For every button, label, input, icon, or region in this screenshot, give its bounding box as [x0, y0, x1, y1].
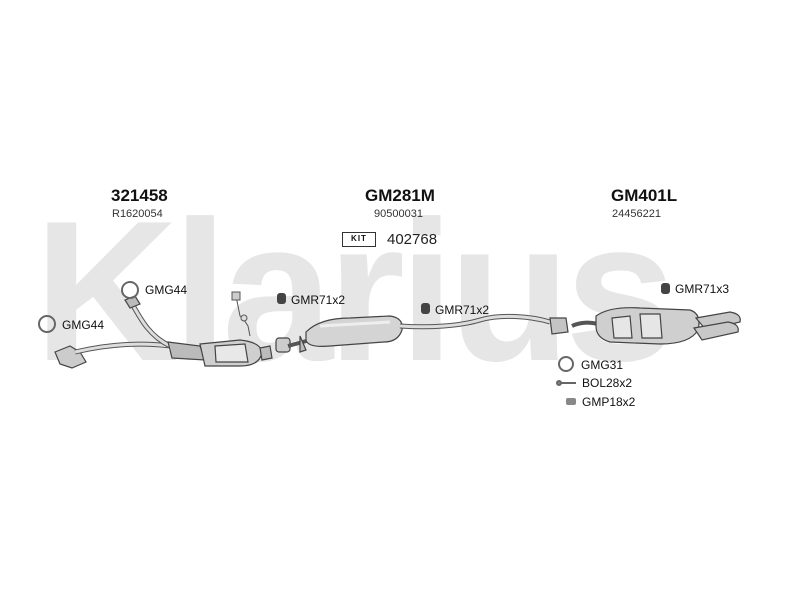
rubber-mount-icon: [277, 283, 670, 314]
centre-silencer-section: [275, 313, 569, 353]
fitting-label-gmg44-upper: GMG44: [145, 283, 188, 297]
part-number-front: 321458: [111, 186, 168, 205]
gasket-ring-icon: [38, 281, 574, 372]
bolt-icon: [556, 380, 576, 386]
kit-badge: KIT: [342, 232, 376, 247]
fitting-label-gmp18: GMP18x2: [582, 395, 636, 409]
part-number-rear: GM401L: [611, 186, 678, 205]
clamp-icon: [566, 398, 576, 405]
kit-number: 402768: [387, 231, 438, 248]
fitting-label-gmr71-mid: GMR71x2: [435, 303, 490, 317]
oe-number-front: R1620054: [112, 208, 163, 220]
fitting-label-gmg31: GMG31: [581, 358, 624, 372]
oe-number-centre: 90500031: [374, 208, 423, 220]
front-pipe-with-catalyst: [54, 295, 273, 369]
fitting-label-gmr71-front: GMR71x2: [291, 293, 346, 307]
fitting-label-gmg44-lower: GMG44: [62, 318, 105, 332]
fitting-label-gmr71-rear: GMR71x3: [675, 282, 730, 296]
oe-number-rear: 24456221: [612, 208, 661, 220]
fitting-label-bol28: BOL28x2: [582, 376, 633, 390]
rear-silencer: [571, 307, 741, 345]
lambda-sensor: [231, 291, 251, 337]
part-number-centre: GM281M: [365, 186, 435, 205]
